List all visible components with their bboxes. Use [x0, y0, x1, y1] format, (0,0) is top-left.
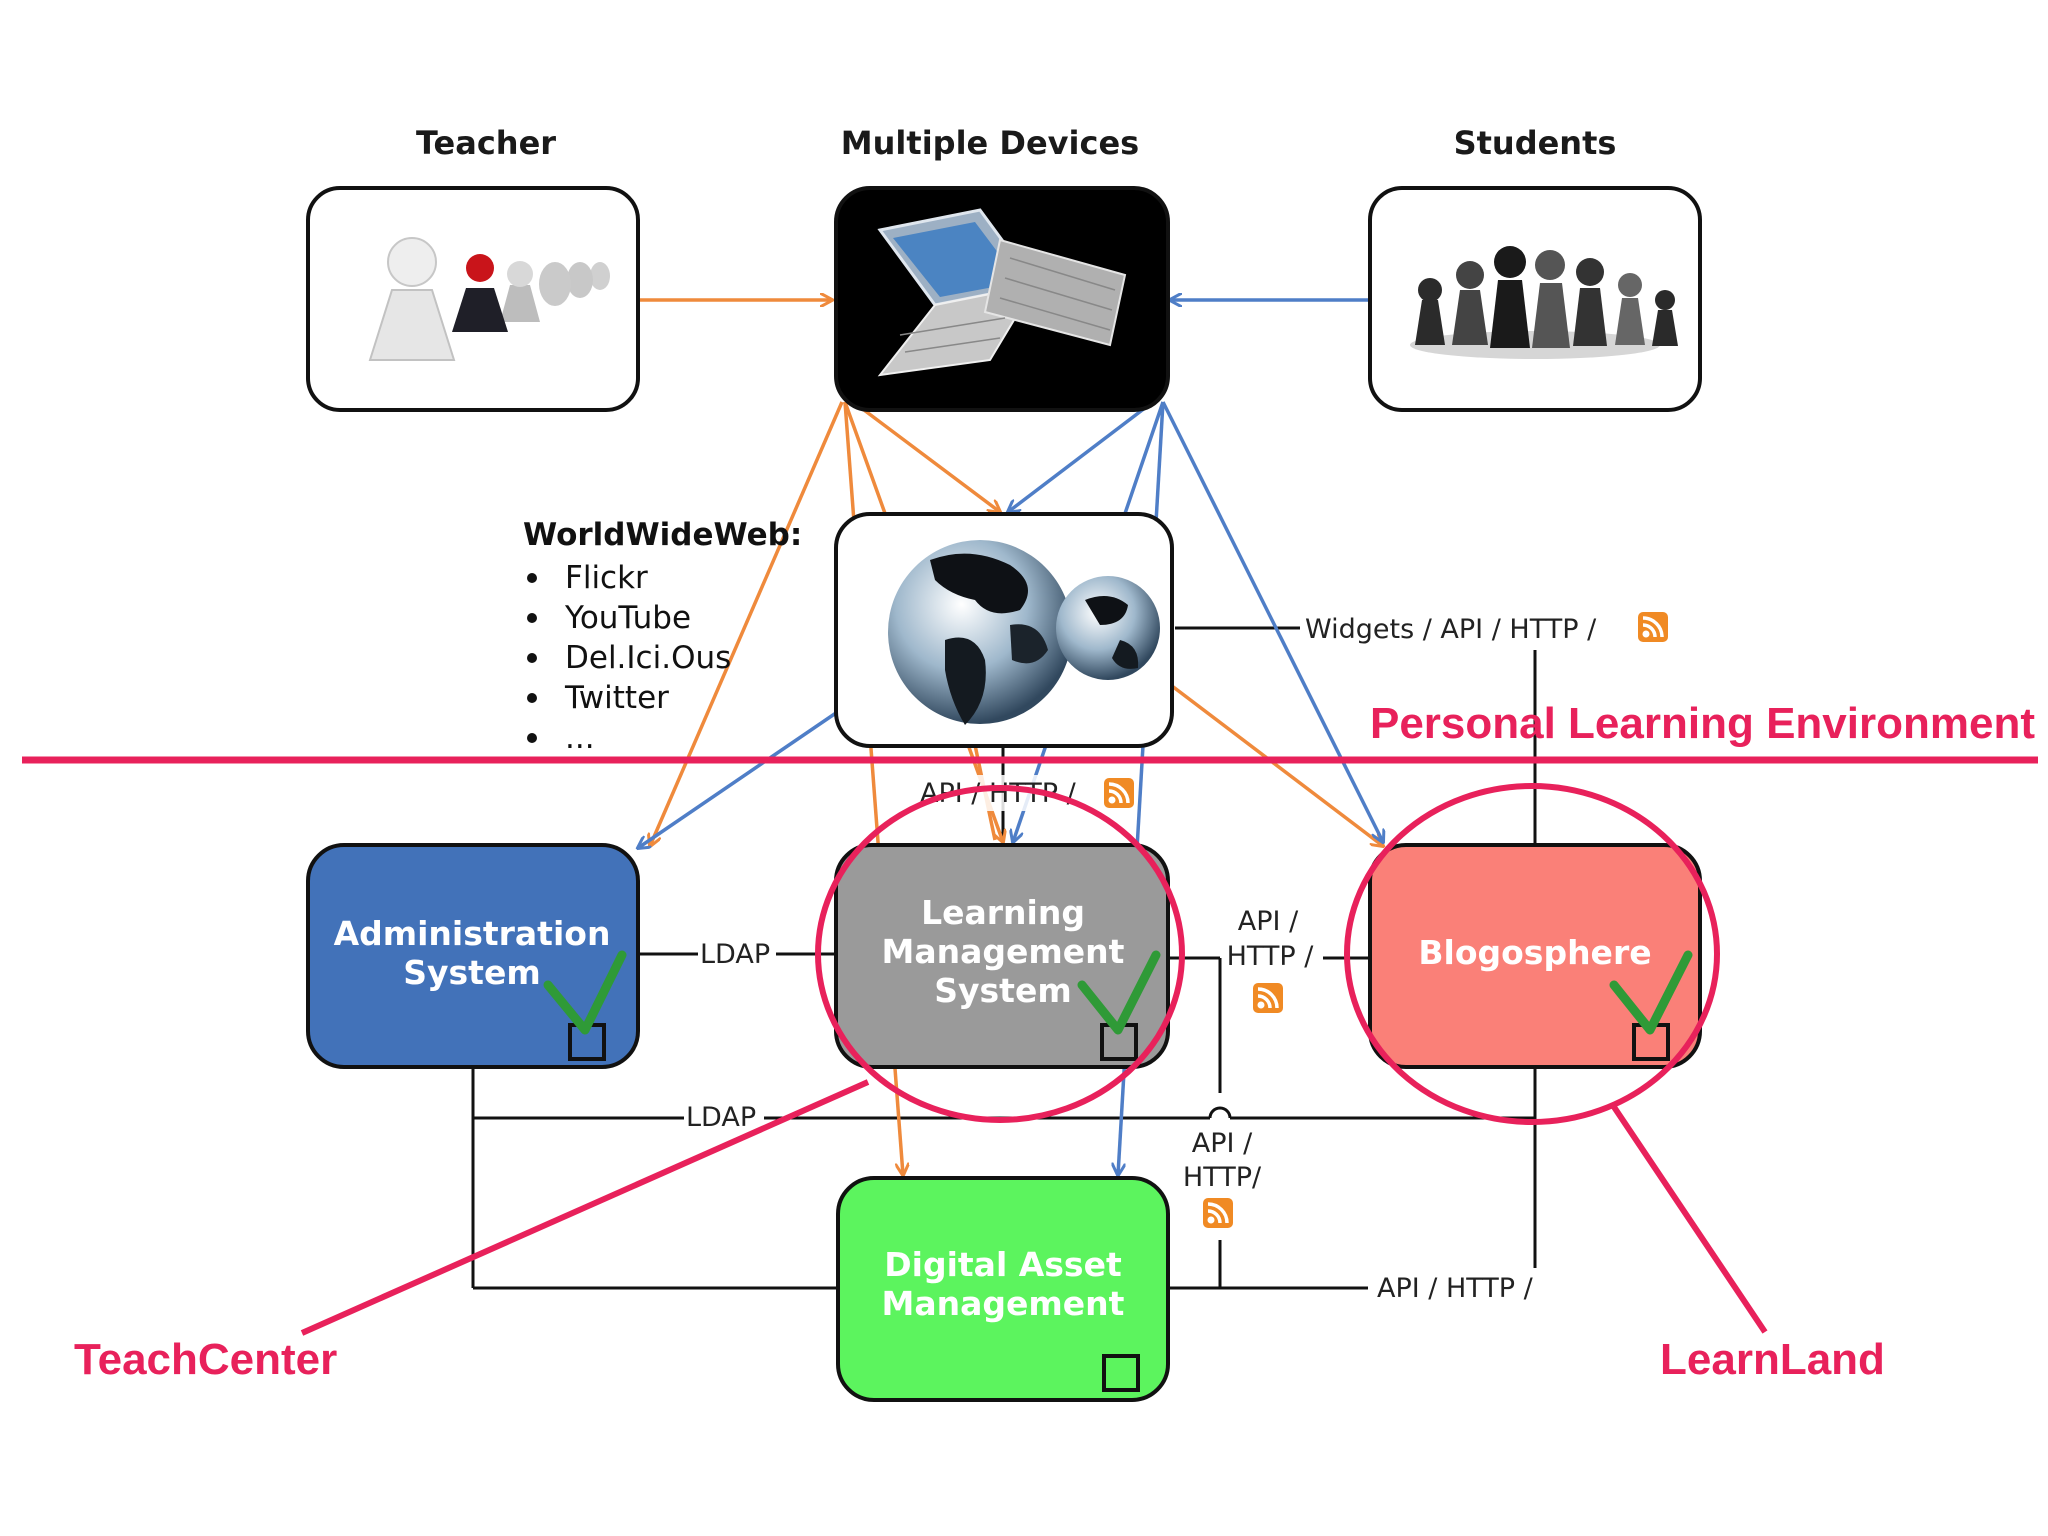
api-low-rss-icon: [1201, 1196, 1235, 1230]
lms-label-line2: Management: [882, 932, 1125, 971]
api-http-mid-line1: API /: [1238, 906, 1299, 937]
devices-to-web-arrow: [846, 396, 1000, 512]
lms-label-line1: Learning: [921, 893, 1085, 932]
web-to-blog-arrow: [1170, 684, 1383, 846]
www-item-flickr: Flickr: [565, 560, 648, 596]
dam-box: Digital Asset Management: [836, 1176, 1170, 1402]
api-http-bottom-label: API / HTTP /: [1377, 1273, 1534, 1304]
dam-checkbox: [1102, 1354, 1140, 1392]
devices-to-web-blue-arrow: [1008, 396, 1160, 512]
lms-box: Learning Management System: [834, 843, 1170, 1069]
ldap-bus-hop: [1208, 1106, 1232, 1119]
teachcenter-circle: [815, 785, 1185, 1123]
annotations: Personal Learning Environment TeachCente…: [22, 699, 2038, 1384]
teachcenter-label: TeachCenter: [74, 1335, 337, 1384]
learnland-label: LearnLand: [1660, 1335, 1885, 1384]
globe-image: [888, 540, 1160, 725]
dam-label-line2: Management: [882, 1284, 1125, 1323]
blogosphere-box: Blogosphere: [1368, 843, 1702, 1069]
blog-label: Blogosphere: [1418, 933, 1651, 972]
lms-label-line3: System: [934, 971, 1071, 1010]
widgets-label: Widgets / API / HTTP /: [1305, 614, 1597, 645]
api-top-rss-icon: [1102, 776, 1136, 810]
api-http-low-line2: HTTP/: [1183, 1162, 1262, 1193]
learnland-circle: [1344, 783, 1720, 1125]
www-title: WorldWideWeb:: [523, 517, 802, 553]
www-item-more: ...: [565, 720, 595, 756]
teachcenter-pointer: [300, 1079, 870, 1336]
api-http-mid-line2: HTTP /: [1227, 941, 1315, 972]
admin-label-line2: System: [403, 953, 540, 992]
admin-box-bg: [306, 843, 640, 1069]
students-header: Students: [1454, 124, 1617, 162]
api-http-low-line1: API /: [1192, 1128, 1253, 1159]
www-item-delicious: Del.Ici.Ous: [565, 640, 731, 676]
learnland-pointer: [1609, 1102, 1768, 1334]
admin-system-box: Administration System: [306, 843, 640, 1069]
lms-box-bg: [834, 843, 1170, 1069]
dam-label-line1: Digital Asset: [884, 1245, 1122, 1284]
teacher-header: Teacher: [416, 124, 556, 162]
ldap-label-bus: LDAP: [686, 1102, 756, 1133]
crowd-image: [1410, 246, 1678, 359]
teacher-box: [306, 186, 640, 412]
devices-to-blog-arrow: [1161, 401, 1383, 842]
www-list: WorldWideWeb: Flickr YouTube Del.Ici.Ous…: [523, 517, 802, 756]
admin-check-icon: [543, 950, 627, 1035]
web-box: [834, 512, 1174, 748]
www-item-twitter: Twitter: [564, 680, 669, 716]
lms-check-icon: [1077, 950, 1161, 1035]
widgets-rss-icon: [1636, 610, 1670, 644]
ldap-label-admin-lms: LDAP: [700, 939, 770, 970]
admin-label-line1: Administration: [334, 914, 611, 953]
students-box: [1368, 186, 1702, 412]
dam-box-bg: [836, 1176, 1170, 1402]
blog-box-bg: [1368, 843, 1702, 1069]
devices-box: [834, 186, 1170, 412]
devices-header: Multiple Devices: [841, 124, 1139, 162]
connection-lines: [471, 626, 1537, 1290]
api-mid-rss-icon: [1251, 981, 1285, 1015]
connection-labels: Widgets / API / HTTP / API / HTTP / LDAP…: [684, 610, 1670, 1306]
laptop-image: [877, 208, 1127, 377]
web-to-admin-arrow: [638, 698, 856, 848]
blog-check-icon: [1609, 950, 1693, 1035]
devices-to-admin-arrow: [650, 401, 844, 846]
pawns-image: [368, 237, 610, 361]
www-item-youtube: YouTube: [564, 600, 691, 636]
ple-label: Personal Learning Environment: [1370, 699, 2035, 748]
